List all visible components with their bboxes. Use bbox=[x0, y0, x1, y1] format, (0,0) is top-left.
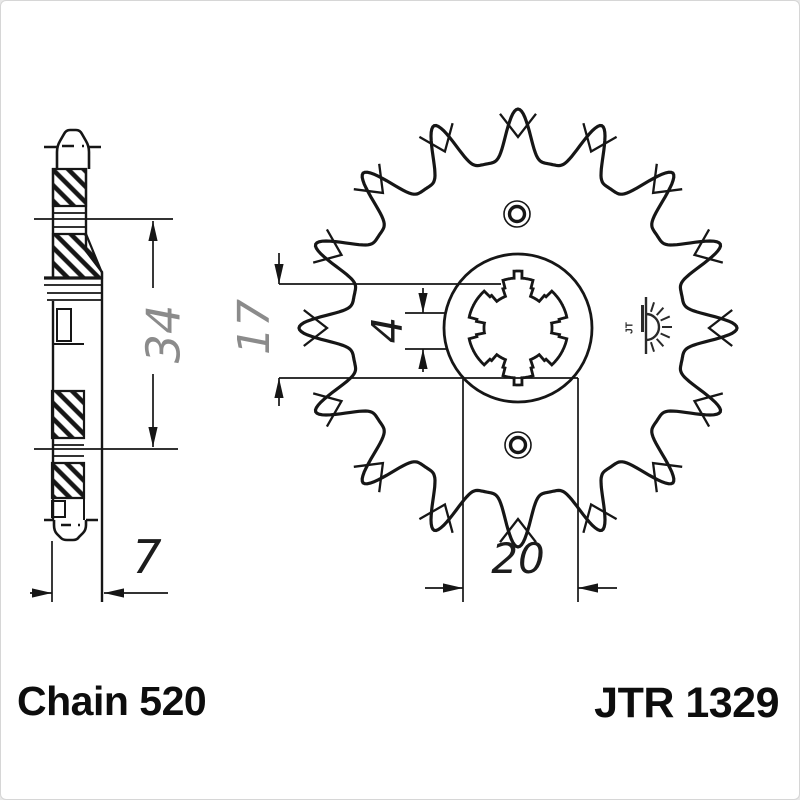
dimension-20: 20 bbox=[425, 378, 617, 602]
jt-logo: JT bbox=[625, 297, 672, 354]
dim-20-label: 20 bbox=[491, 534, 544, 583]
logo-initials: JT bbox=[625, 322, 636, 334]
dimension-4: 4 bbox=[363, 288, 447, 372]
rising-sun-icon bbox=[645, 312, 661, 342]
spline-inset-upper bbox=[56, 308, 72, 342]
hub-boss-circle bbox=[442, 252, 594, 404]
tooth-tip-chamfer-triangles bbox=[303, 113, 733, 543]
dim-17-extension-lines bbox=[279, 283, 578, 379]
hatch-block-4 bbox=[50, 461, 86, 500]
dim-4-label: 4 bbox=[363, 317, 412, 344]
dim-20-arrow-left bbox=[578, 583, 598, 593]
rivet-hole-bottom bbox=[504, 431, 532, 459]
dimension-34: 34 bbox=[34, 218, 191, 450]
side-section-view bbox=[44, 128, 104, 602]
chain-band-lines-upper bbox=[53, 212, 86, 228]
dimension-17: 17 bbox=[229, 253, 578, 406]
dim-34-label: 34 bbox=[137, 305, 191, 364]
front-view bbox=[297, 107, 739, 549]
dim-7-arrow-right bbox=[32, 588, 52, 598]
hub-collar-lines bbox=[44, 284, 103, 301]
dim-4-arrow-down bbox=[418, 293, 428, 313]
dim-34-arrow-up bbox=[148, 221, 158, 241]
hatch-block-2 bbox=[51, 232, 104, 280]
chain-size-label: Chain 520 bbox=[17, 678, 206, 724]
hatch-block-1 bbox=[51, 167, 88, 208]
spline-inset-lower bbox=[51, 500, 66, 518]
dim-4-arrow-up bbox=[418, 349, 428, 369]
hub-right-edge bbox=[84, 168, 104, 602]
dim-17-label: 17 bbox=[229, 299, 280, 355]
dim-20-extension-lines bbox=[462, 378, 579, 602]
dim-17-arrow-up bbox=[274, 378, 284, 398]
dim-34-arrow-down bbox=[148, 427, 158, 447]
dim-17-arrow-down bbox=[274, 264, 284, 284]
dim-7-label: 7 bbox=[132, 530, 161, 584]
spline-bore-profile bbox=[467, 269, 569, 387]
part-number-label: JTR 1329 bbox=[594, 679, 779, 727]
dim-20-arrow-right bbox=[443, 583, 463, 593]
dim-7-arrow-left bbox=[104, 588, 124, 598]
top-tooth-profile bbox=[55, 128, 91, 169]
bore-inner-edges bbox=[53, 343, 85, 520]
rivet-hole-top bbox=[503, 200, 531, 228]
sprocket-teeth-outline bbox=[297, 107, 739, 549]
dim-4-extension-lines bbox=[405, 312, 447, 350]
chain-band-lines-lower bbox=[52, 444, 84, 457]
sun-rays bbox=[649, 301, 672, 353]
dimension-7: 7 bbox=[30, 530, 168, 602]
hatch-block-3 bbox=[50, 389, 86, 440]
bottom-tooth-profile bbox=[52, 520, 88, 542]
dim-34-extension-lines bbox=[34, 218, 178, 450]
